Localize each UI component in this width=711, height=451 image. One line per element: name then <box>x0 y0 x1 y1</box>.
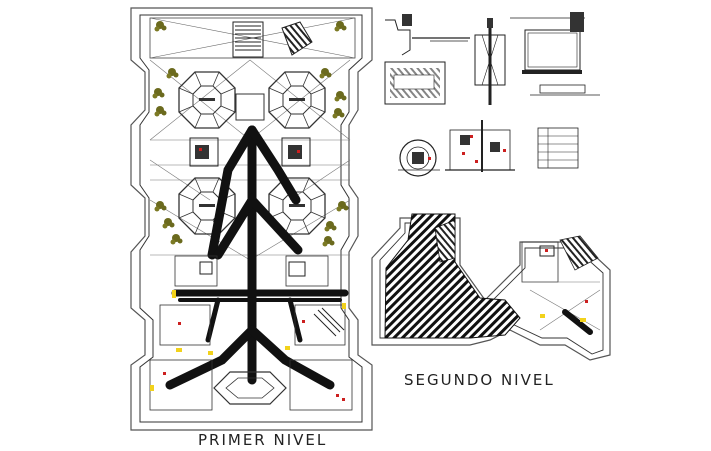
primer-nivel-label: PRIMER NIVEL <box>198 431 328 449</box>
segundo-nivel-plan <box>371 213 611 361</box>
construction-details <box>384 12 600 177</box>
segundo-nivel-label: SEGUNDO NIVEL <box>404 371 555 389</box>
detail-red-marks <box>428 135 506 163</box>
primer-nivel-plan <box>130 7 373 431</box>
